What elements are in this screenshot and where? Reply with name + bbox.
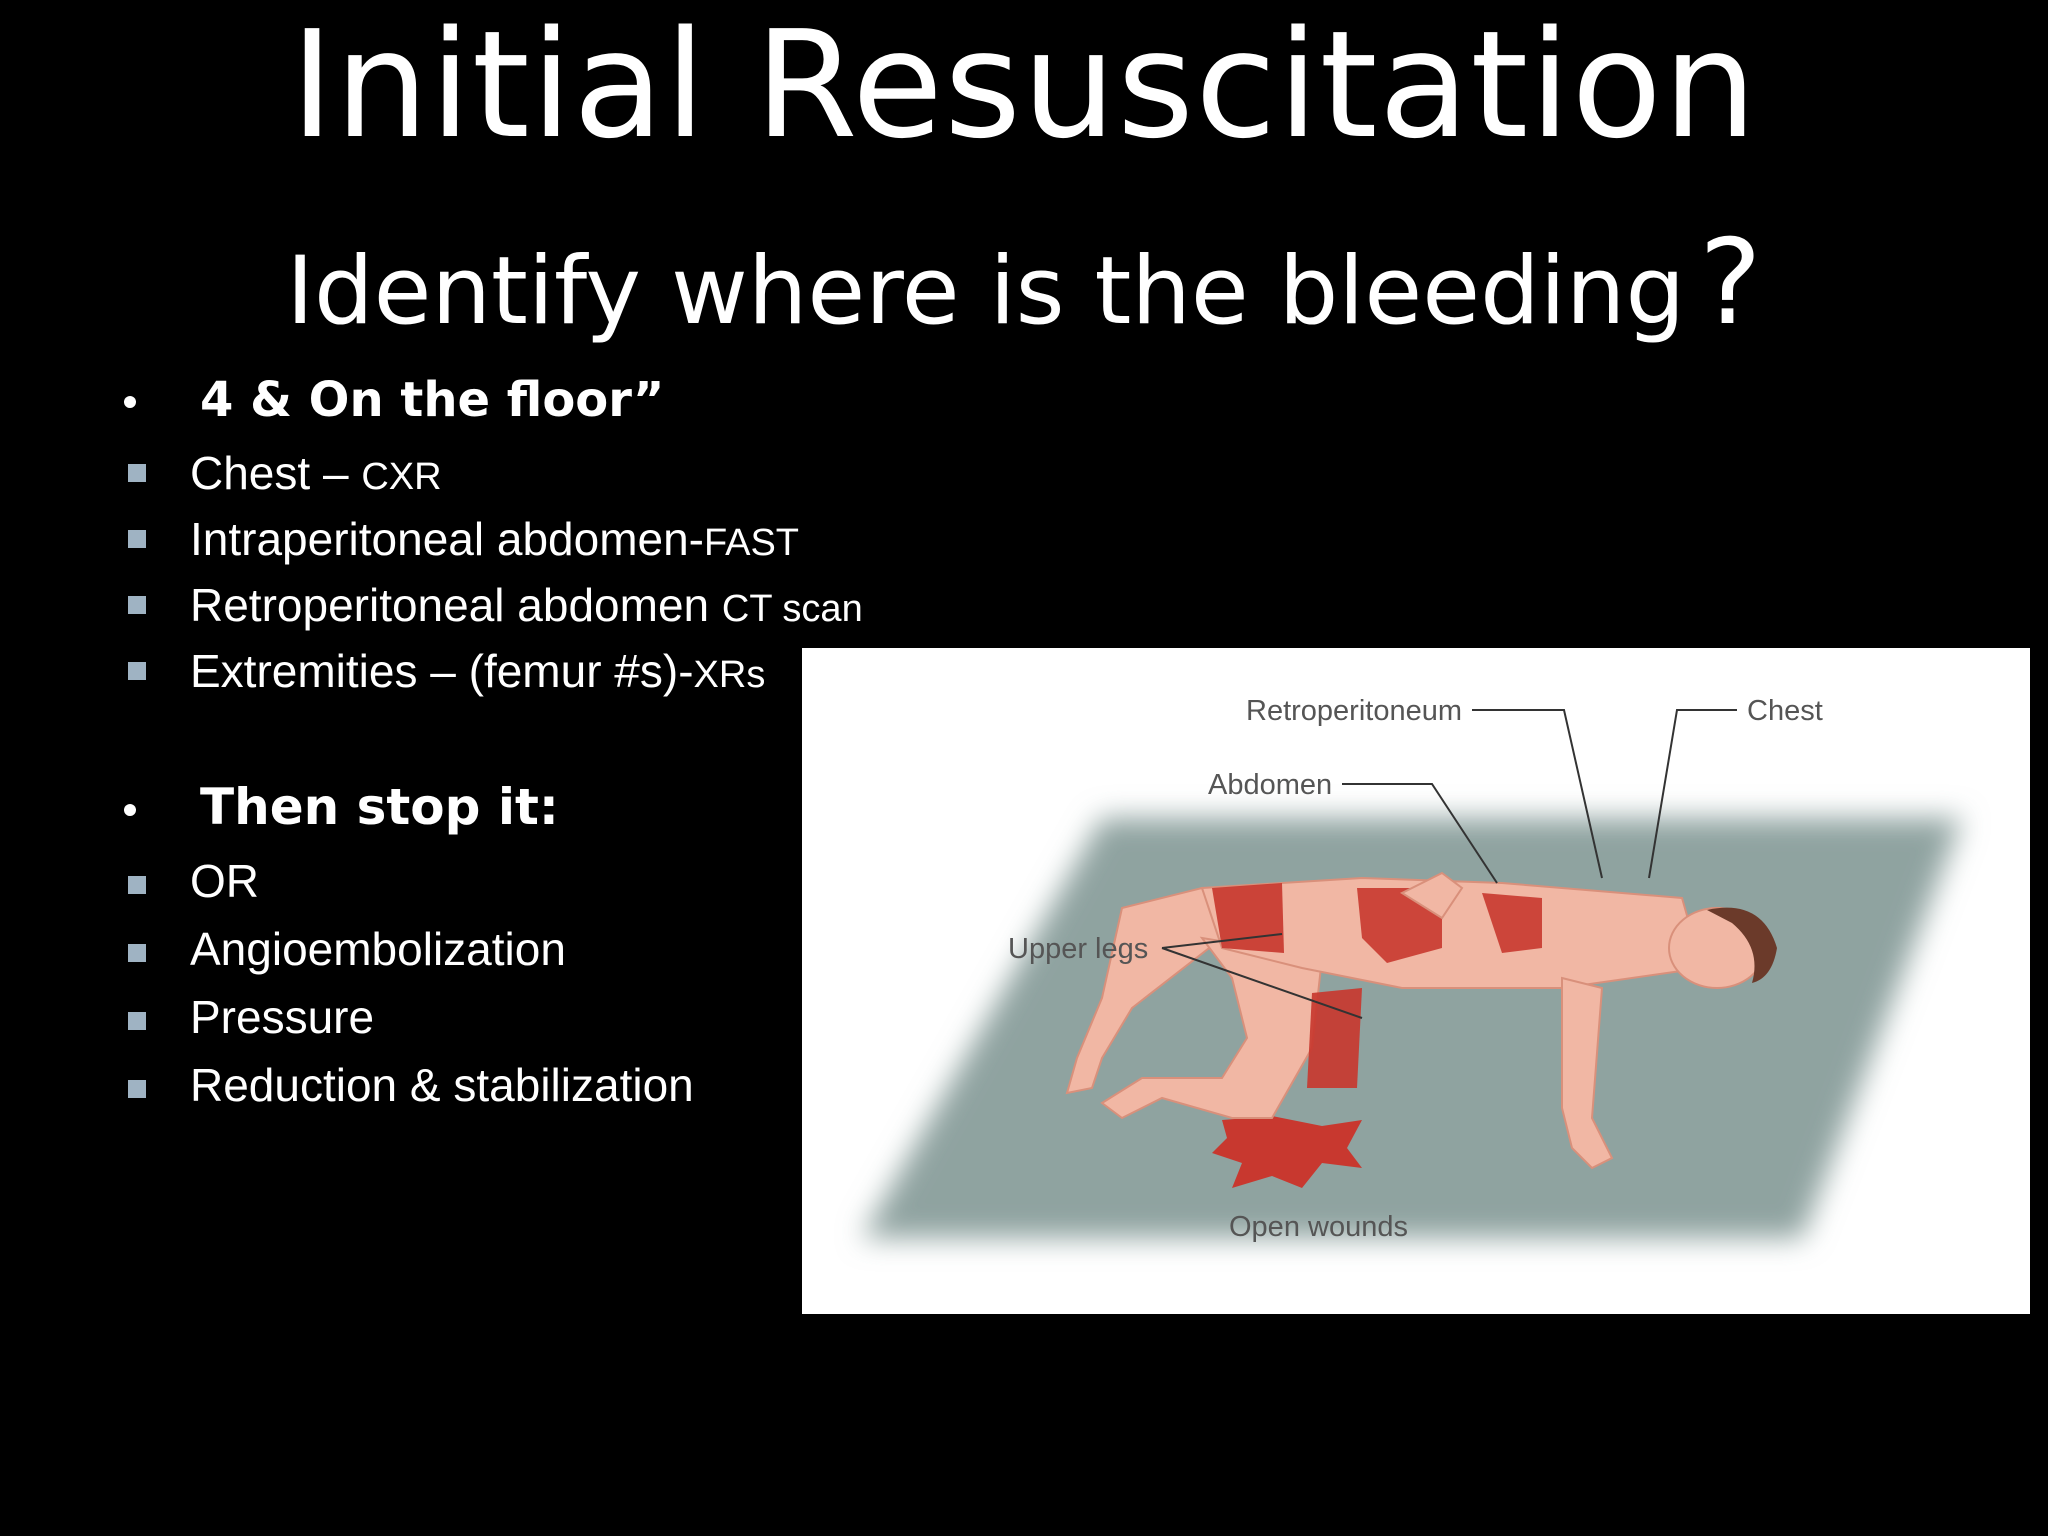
item-text: Intraperitoneal abdomen-FAST [190, 513, 800, 565]
square-bullet-icon [128, 596, 146, 614]
label-upper-legs: Upper legs [1008, 933, 1148, 965]
item-text: OR [190, 855, 259, 907]
abdomen-bleed-shape [1357, 888, 1442, 963]
label-abdomen: Abdomen [1208, 769, 1332, 801]
slide-title: Initial Resuscitation [290, 0, 1758, 171]
item-text: Extremities – (femur #s)-XRs [190, 645, 766, 697]
label-open-wounds: Open wounds [1229, 1211, 1408, 1243]
square-bullet-icon [128, 944, 146, 962]
item-text: Pressure [190, 991, 375, 1043]
heading-text: Then stop it: [200, 778, 559, 836]
square-bullet-icon [128, 876, 146, 894]
square-bullet-icon [128, 1080, 146, 1098]
square-bullet-icon [128, 530, 146, 548]
question-mark: ? [1699, 213, 1762, 351]
item-text: Retroperitoneal abdomen CT scan [190, 579, 863, 631]
label-retroperitoneum: Retroperitoneum [1246, 695, 1462, 727]
bullet-dot-icon [124, 804, 136, 816]
item-text: Reduction & stabilization [190, 1059, 694, 1111]
upper-leg-bleed-shape [1212, 883, 1284, 953]
illustration-svg: Retroperitoneum Chest Abdomen Upper legs… [862, 695, 1962, 1243]
item-text: Angioembolization [190, 923, 566, 975]
bullet-list: 4 & On the floor” Chest – CXR Intraperit… [0, 0, 900, 1200]
chest-bleed-shape [1482, 893, 1542, 953]
bullet-dot-icon [124, 396, 136, 408]
item-text: Chest – CXR [190, 447, 442, 499]
bleeding-sites-illustration: Retroperitoneum Chest Abdomen Upper legs… [802, 648, 2030, 1314]
heading-text: 4 & On the floor” [200, 372, 665, 428]
leader-lines [1161, 709, 1737, 1019]
subtitle-text: Identify where is the bleeding [286, 237, 1686, 346]
blood-pool-shape [1212, 1116, 1362, 1188]
square-bullet-icon [128, 1012, 146, 1030]
square-bullet-icon [128, 464, 146, 482]
square-bullet-icon [128, 662, 146, 680]
upper-leg-bleed-shape-2 [1307, 988, 1362, 1088]
label-chest: Chest [1747, 695, 1823, 727]
slide-subtitle: Identify where is the bleeding? [0, 222, 2048, 352]
